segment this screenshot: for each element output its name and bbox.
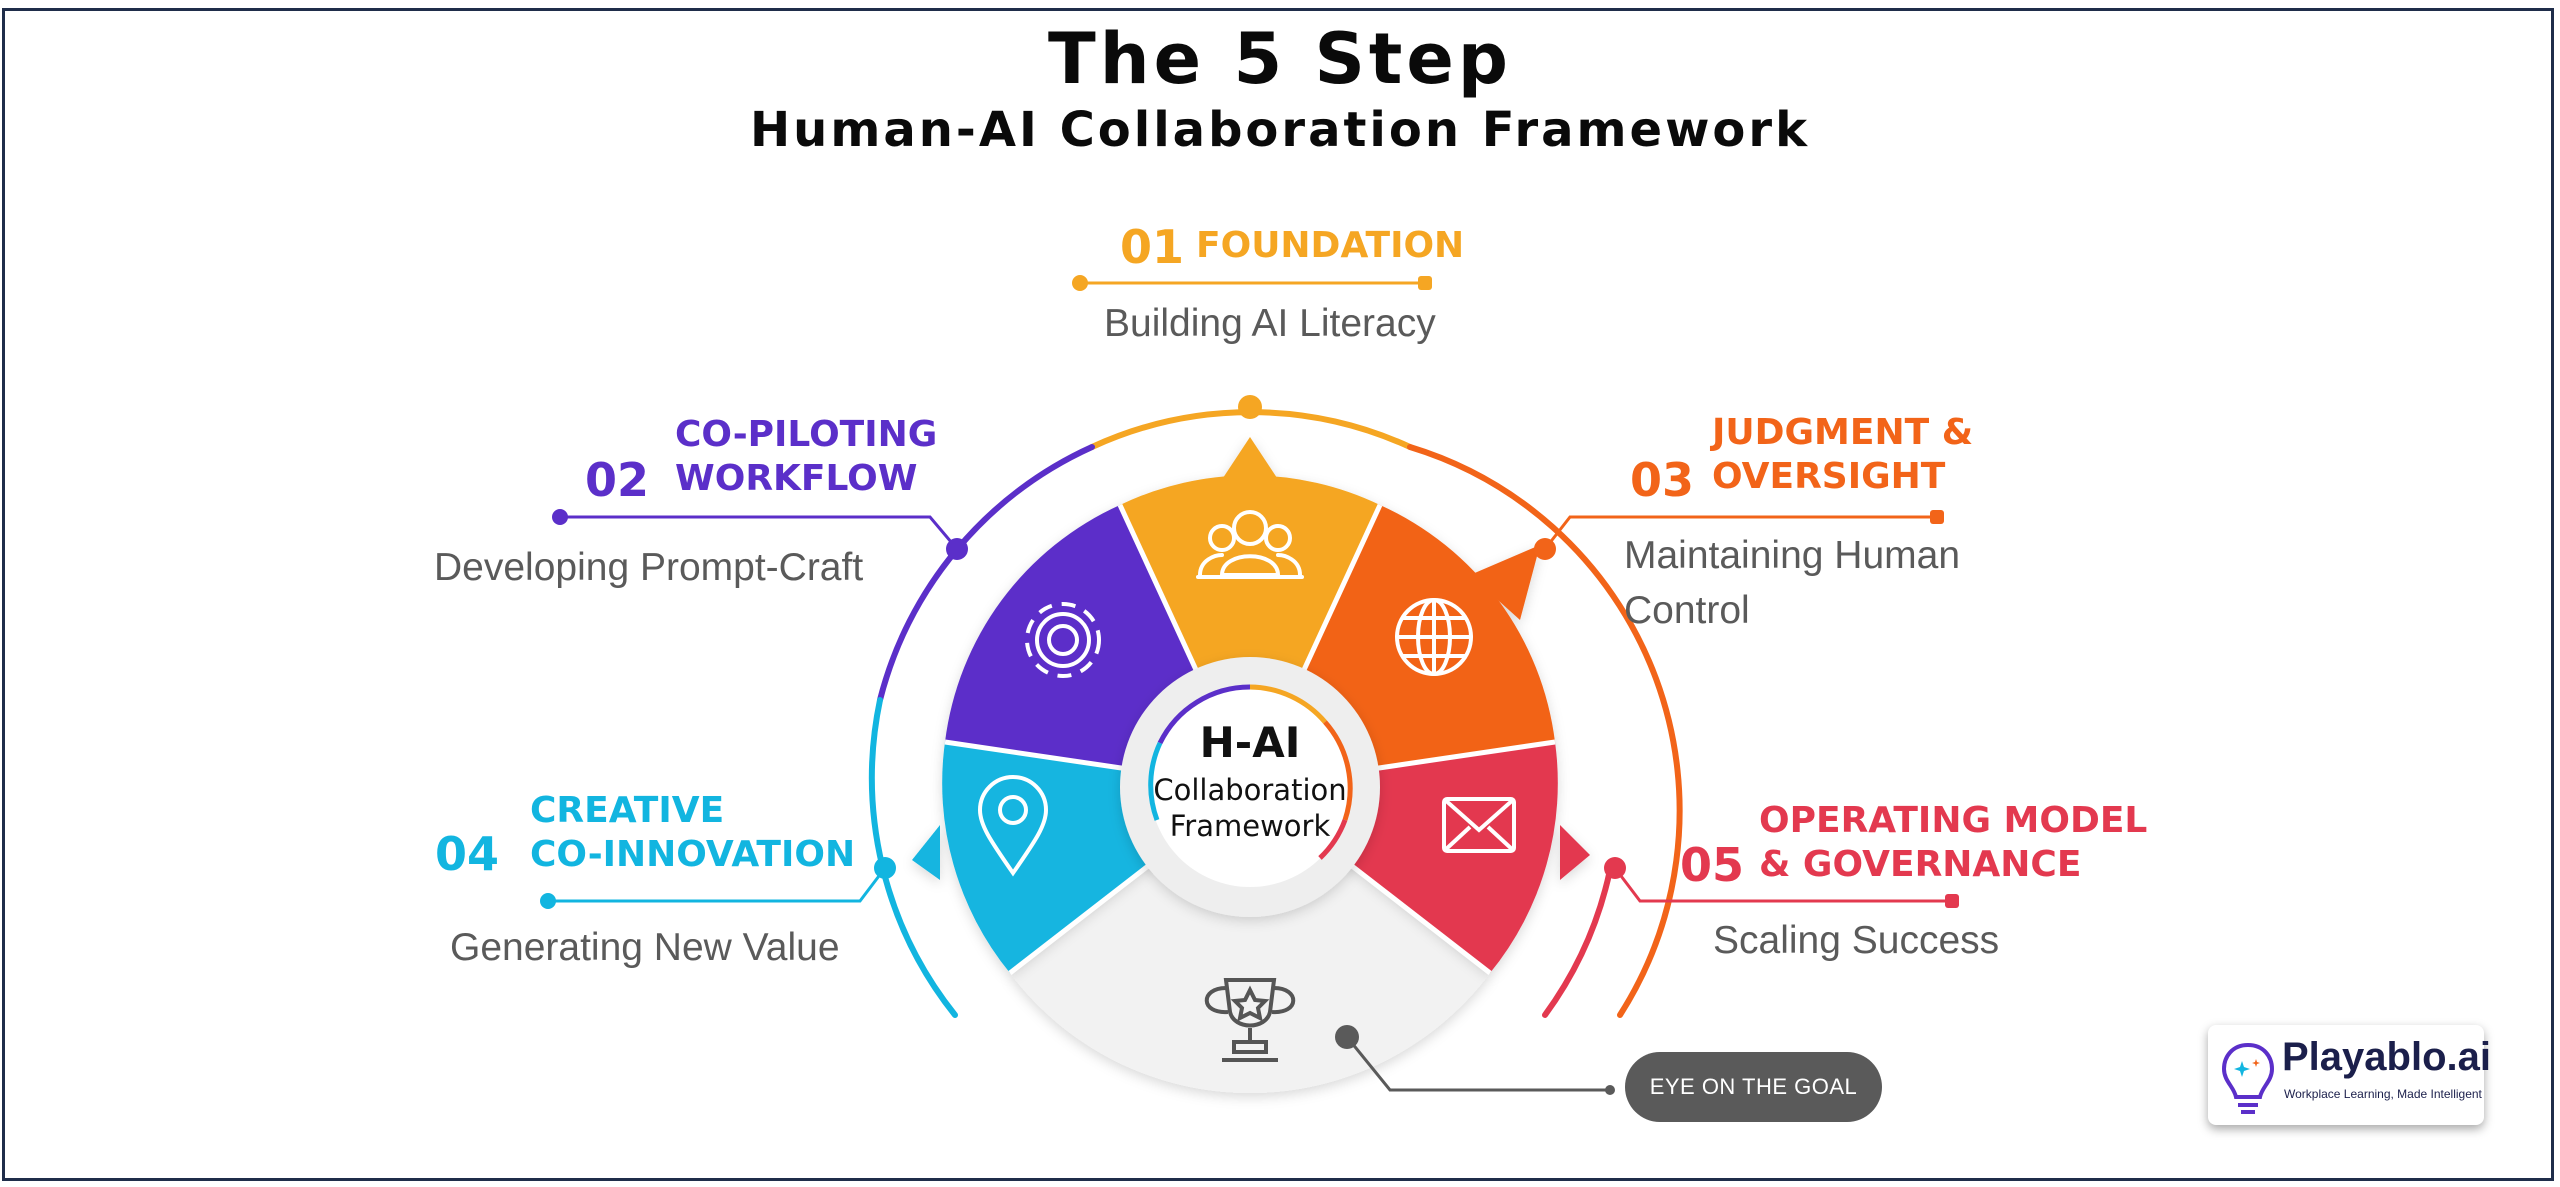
- brand-logo: Playablo.ai Workplace Learning, Made Int…: [2208, 1025, 2491, 1125]
- people-icon: [1196, 510, 1304, 579]
- globe-icon: [1395, 598, 1473, 676]
- step-04-title-line2: CO-INNOVATION: [530, 834, 856, 875]
- step-05-number: 05: [1680, 838, 1745, 892]
- center-subtitle: Collaboration Framework: [1130, 772, 1370, 844]
- step-05-title-line1: OPERATING MODEL: [1759, 800, 2148, 841]
- step-04-description: Generating New Value: [450, 926, 840, 969]
- step-03-title-line1: JUDGMENT &: [1712, 412, 1974, 453]
- center-ring: [1148, 684, 1353, 860]
- segment-03-pointer: [1470, 545, 1540, 620]
- step-01-number: 01: [1120, 220, 1185, 274]
- step-02-title-line1: CO-PILOTING: [675, 414, 938, 455]
- logo-tagline: Workplace Learning, Made Intelligent: [2284, 1087, 2482, 1101]
- logo-name: Playablo.ai: [2282, 1035, 2491, 1079]
- page-subtitle: Human-AI Collaboration Framework: [750, 102, 1810, 158]
- step-01-description: Building AI Literacy: [1104, 302, 1436, 345]
- connector-lines: [548, 281, 1953, 1092]
- envelope-icon: [1442, 797, 1516, 853]
- step-02-title-line2: WORKFLOW: [675, 458, 918, 499]
- gear-icon: [1025, 602, 1101, 678]
- center-subtitle-line2: Framework: [1169, 809, 1331, 843]
- location-pin-icon: [977, 775, 1049, 877]
- segment-05-pointer: [1560, 825, 1590, 880]
- segment-04-pointer: [912, 825, 940, 880]
- diagram-frame: [2, 8, 2554, 1181]
- segment-01-pointer: [1215, 437, 1285, 490]
- step-05-description: Scaling Success: [1713, 919, 2000, 962]
- eye-on-the-goal-label: EYE ON THE GOAL: [1625, 1052, 1882, 1122]
- step-03-number: 03: [1630, 453, 1695, 507]
- center-inner-circle: [1150, 687, 1350, 887]
- connector-dots: [540, 275, 1959, 1095]
- step-03-description-line2: Control: [1624, 589, 1750, 632]
- step-05-title-line2: & GOVERNANCE: [1759, 844, 2082, 885]
- page-title: The 5 Step: [1048, 18, 1512, 100]
- step-03-description-line1: Maintaining Human: [1624, 534, 1961, 577]
- trophy-icon: [1204, 978, 1296, 1062]
- step-04-title-line1: CREATIVE: [530, 790, 725, 831]
- step-04-number: 04: [435, 827, 500, 881]
- lightbulb-icon: [2221, 1042, 2275, 1114]
- center-title: H-AI: [1199, 718, 1301, 767]
- step-01-title: FOUNDATION: [1196, 225, 1465, 266]
- step-03-title-line2: OVERSIGHT: [1712, 456, 1946, 497]
- goal-segment: [1010, 787, 1490, 1093]
- step-02-number: 02: [585, 453, 650, 507]
- step-02-description: Developing Prompt-Craft: [434, 546, 864, 589]
- segment-01: [1120, 475, 1380, 787]
- center-subtitle-line1: Collaboration: [1153, 773, 1347, 807]
